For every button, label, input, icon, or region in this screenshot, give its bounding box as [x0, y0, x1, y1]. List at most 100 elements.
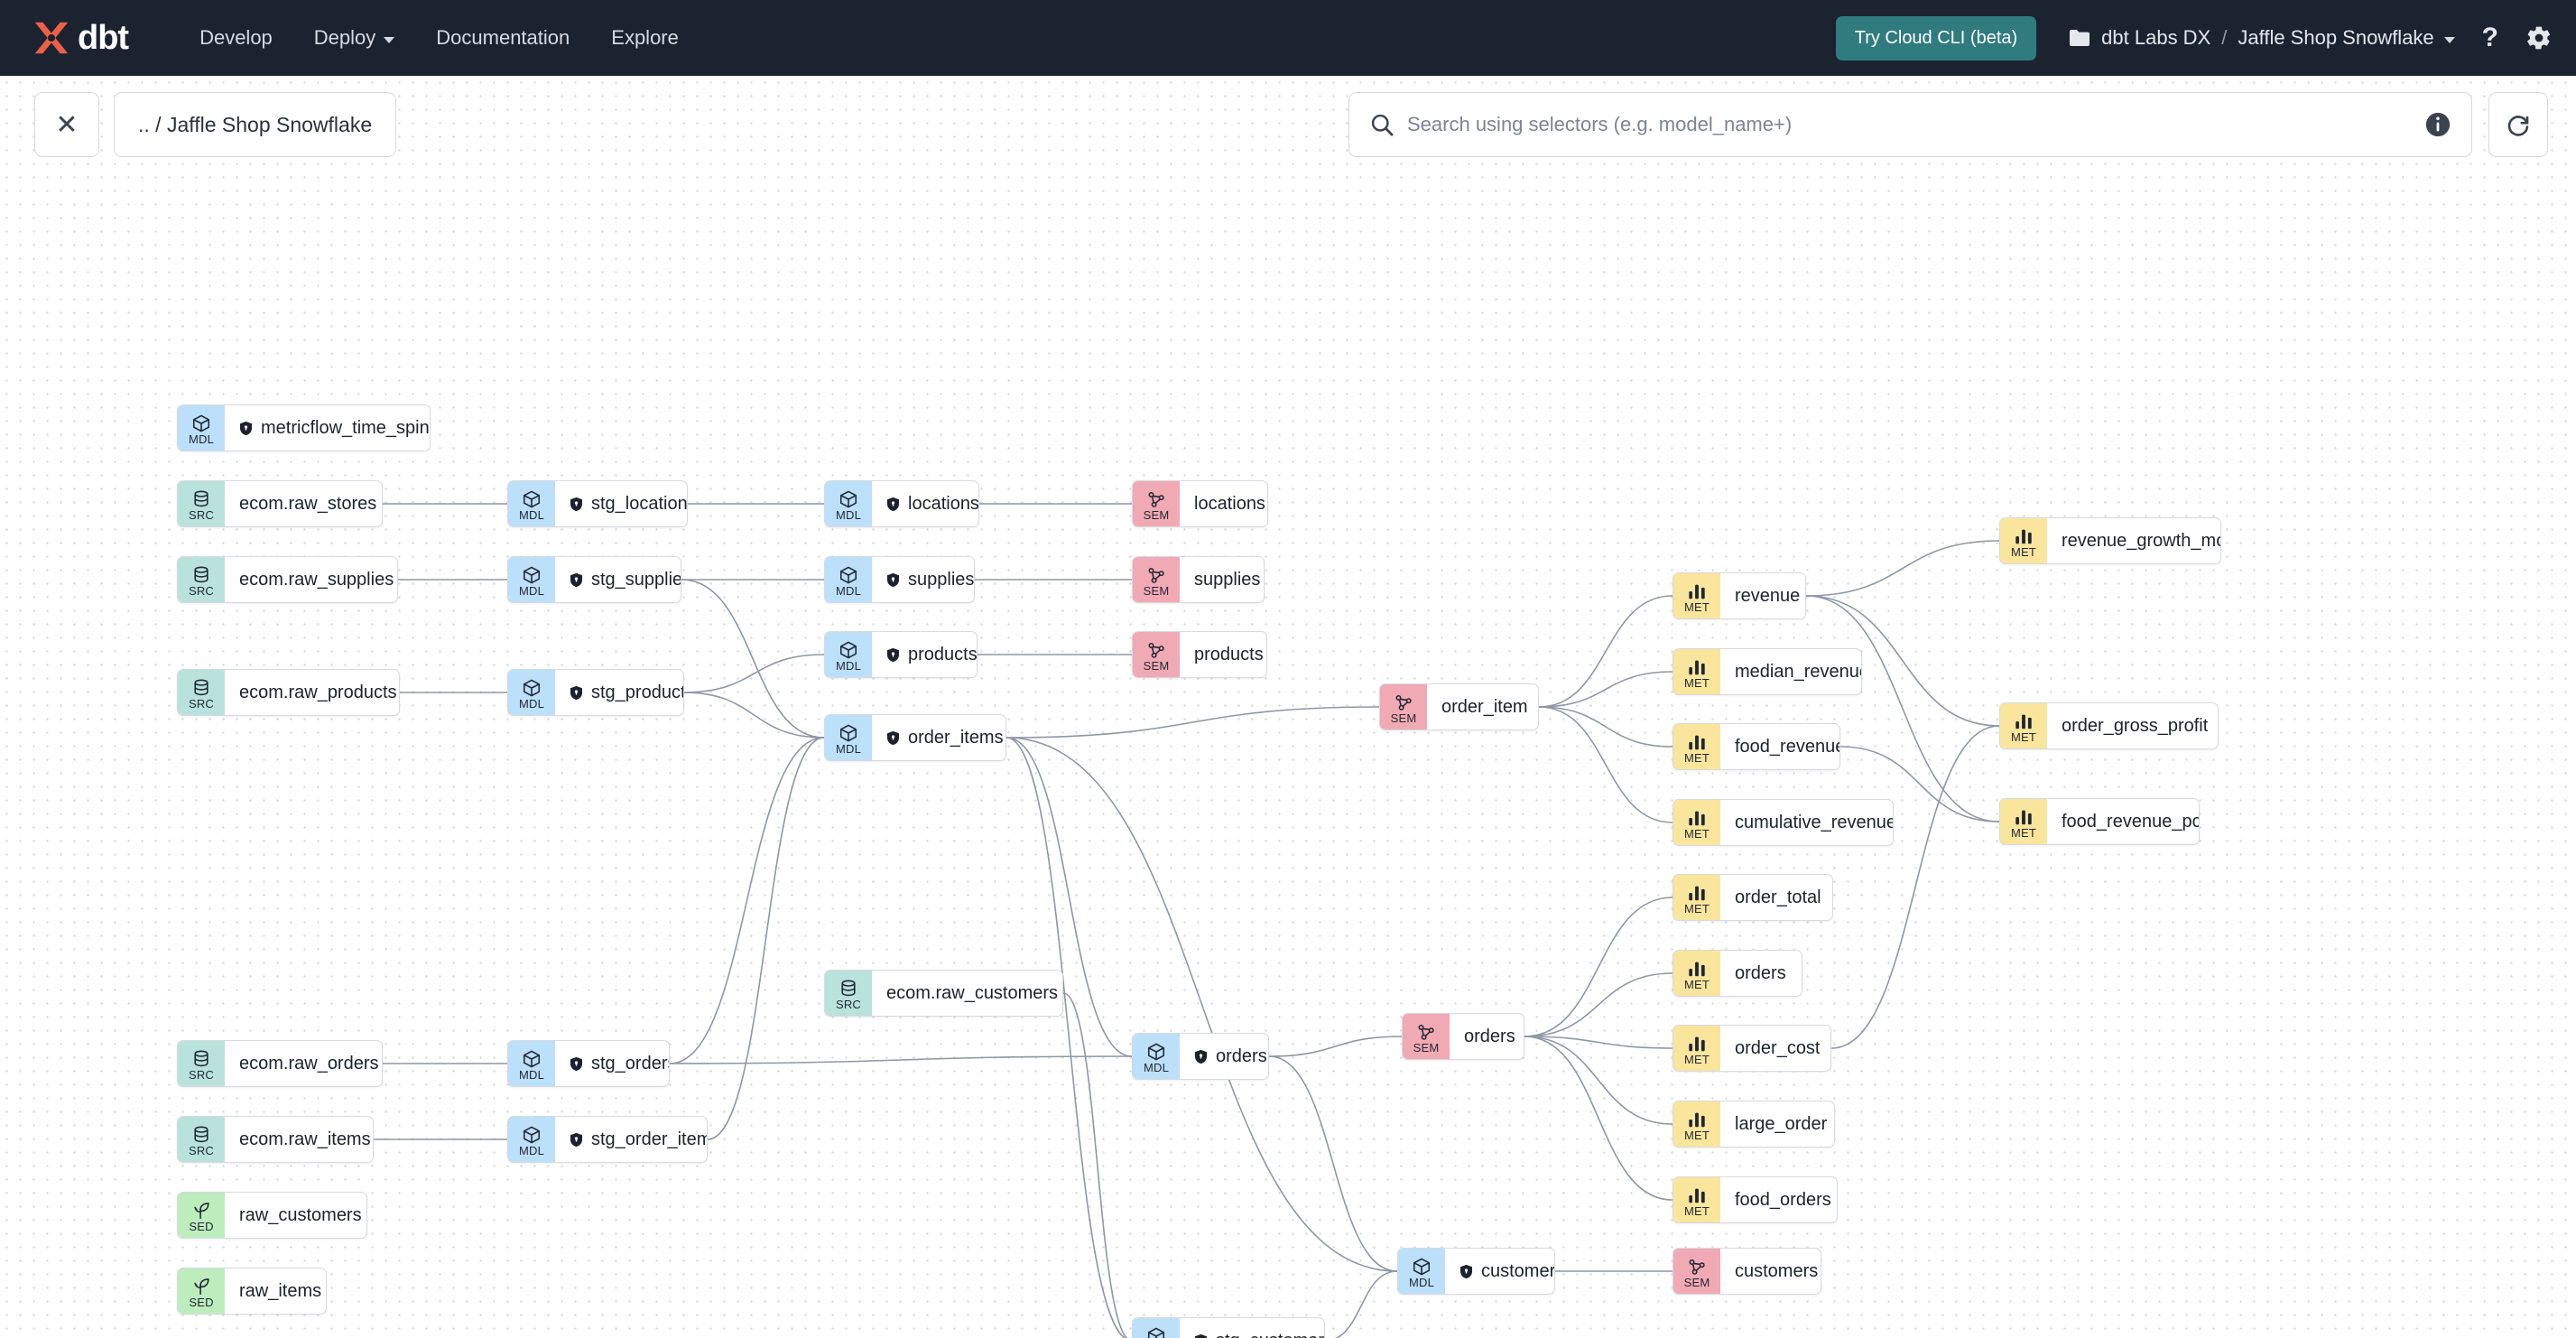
edge-stg_customers-to-customers_mdl [1334, 1270, 1398, 1338]
node-type-abbr: MDL [835, 507, 862, 522]
gear-icon[interactable] [2525, 24, 2553, 51]
dbt-logo[interactable]: dbt [31, 17, 129, 59]
search-input[interactable] [1407, 113, 2424, 136]
nav-link-documentation-label: Documentation [436, 26, 570, 49]
contract-shield-icon [887, 730, 899, 745]
node-label: cumulative_revenue [1735, 812, 1894, 832]
dbt-logo-icon [34, 22, 69, 54]
model-icon [1146, 1042, 1166, 1062]
node-label-wrap: raw_customers [225, 1193, 366, 1238]
semantic-model-icon [1687, 1257, 1707, 1277]
edge-met_revenue-to-met_food_revenue_pct [1805, 595, 2000, 822]
model-icon [1412, 1257, 1432, 1277]
node-type-abbr: MET [1683, 1203, 1710, 1218]
lineage-edges [374, 503, 2000, 1338]
breadcrumb-project-label: Jaffle Shop Snowflake [2238, 26, 2434, 49]
graph-node-met_food_revenue_pct[interactable]: MET food_revenue_pct [1999, 798, 2200, 845]
close-button[interactable]: ✕ [34, 92, 99, 157]
nav-link-deploy[interactable]: Deploy [293, 17, 415, 59]
node-type-badge-sem: SEM [1133, 632, 1180, 677]
node-type-badge-mdl: MDL [508, 1117, 555, 1162]
node-label-wrap: food_revenue_pct [2047, 799, 2199, 844]
node-label: ecom.raw_orders [239, 1053, 379, 1073]
breadcrumb-project-selector[interactable]: Jaffle Shop Snowflake [2238, 26, 2455, 50]
node-label-wrap: products [872, 632, 977, 677]
node-type-badge-mdl: MDL [825, 715, 872, 760]
try-cloud-cli-button[interactable]: Try Cloud CLI (beta) [1835, 15, 2037, 60]
edge-order_items-to-orders_mdl [1005, 737, 1133, 1057]
help-icon[interactable]: ? [2481, 23, 2498, 52]
semantic-model-icon [1146, 489, 1166, 509]
nav-link-explore-label: Explore [611, 26, 679, 49]
node-label-wrap: stg_products [555, 670, 683, 715]
node-type-abbr: MET [1683, 826, 1710, 841]
source-icon [191, 489, 211, 509]
node-label-wrap: customers [1445, 1249, 1554, 1294]
node-type-badge-sem: SEM [1133, 557, 1180, 602]
nav-link-documentation[interactable]: Documentation [415, 17, 590, 59]
metric-icon [1687, 883, 1707, 903]
search-bar[interactable] [1348, 92, 2472, 157]
source-icon [839, 979, 858, 999]
node-type-abbr: MET [2010, 825, 2037, 840]
graph-node-customers_mdl[interactable]: MDLcustomers [1397, 1248, 1555, 1295]
node-type-badge-sem: SEM [1673, 1249, 1720, 1294]
node-label-wrap: stg_supplies [555, 557, 681, 602]
edge-sem_orders-to-met_order_total [1524, 897, 1673, 1037]
graph-breadcrumb-chip[interactable]: .. / Jaffle Shop Snowflake [114, 92, 397, 157]
model-icon [839, 640, 858, 660]
graph-node-met_cumulative_revenue[interactable]: MET cumulative_revenue [1673, 799, 1894, 846]
node-label-wrap: order_gross_profit [2047, 703, 2218, 748]
node-label-wrap: ecom.raw_products [225, 670, 399, 715]
graph-toolbar: ✕ .. / Jaffle Shop Snowflake [0, 76, 2576, 157]
edge-stg_order_items-to-order_items [707, 737, 825, 1140]
semantic-model-icon [1146, 640, 1166, 660]
refresh-button[interactable] [2488, 92, 2548, 157]
edge-met_revenue-to-met_revenue_growth_mom [1805, 540, 2000, 597]
node-label-wrap: revenue [1720, 573, 1805, 618]
breadcrumb-account[interactable]: dbt Labs DX [2101, 26, 2211, 49]
nav-link-explore[interactable]: Explore [590, 17, 700, 59]
nav-link-develop[interactable]: Develop [179, 17, 293, 59]
node-type-badge-met: MET [1673, 800, 1720, 845]
info-icon[interactable] [2424, 111, 2451, 138]
node-type-abbr: SRC [835, 997, 862, 1011]
